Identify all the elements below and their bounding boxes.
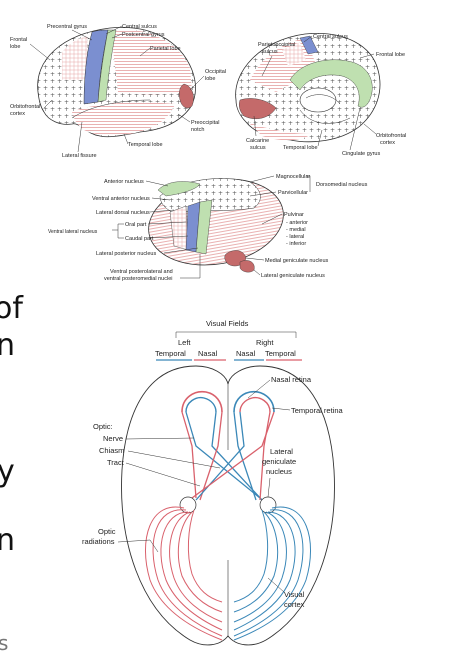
label-ventral-anterior-nucleus: Ventral anterior nucleus xyxy=(92,196,150,202)
label-left-temporal: Temporal xyxy=(155,349,186,358)
label-preoccipital-notch-1: Preoccipital xyxy=(191,120,219,126)
lateral-brain-diagram: Precentral gyrus Central sulcus Postcent… xyxy=(10,24,226,159)
slide-fragment-5: s xyxy=(0,631,8,655)
label-visual-cortex-2: cortex xyxy=(284,600,305,609)
label-caudal-part: Caudal part xyxy=(125,236,154,242)
vpl-green-region xyxy=(195,199,213,255)
precentral-gyrus-region xyxy=(83,29,109,105)
label-nerve: Nerve xyxy=(103,434,123,443)
label-parvicellular: Parvicellular xyxy=(278,190,308,196)
slide-fragment-3: y xyxy=(0,454,15,489)
label-orbitofrontal-lat-2: cortex xyxy=(10,111,25,117)
label-lateral-gn-1: Lateral xyxy=(270,447,293,456)
label-lateral-geniculate: Lateral geniculate nucleus xyxy=(261,273,325,279)
temporal-lobe-region xyxy=(72,102,175,136)
label-pulvinar-inferior: - inferior xyxy=(286,241,306,247)
lateral-geniculate-red xyxy=(239,260,255,273)
medial-brain-diagram: Central sulcus Parietooccipital sulcus F… xyxy=(235,32,406,157)
label-pulvinar-anterior: - anterior xyxy=(286,220,308,226)
label-cingulate-gyrus: Cingulate gyrus xyxy=(342,151,380,157)
thalamus-diagram: Anterior nucleus Ventral anterior nucleu… xyxy=(48,174,368,282)
label-visual-cortex-1: Visual xyxy=(284,590,305,599)
label-tract: Tract xyxy=(107,458,125,467)
label-right-temporal: Temporal xyxy=(265,349,296,358)
label-orbitofrontal-lat-1: Orbitofrontal xyxy=(10,104,40,110)
label-visual-fields: Visual Fields xyxy=(206,319,249,328)
frontal-grid-region xyxy=(62,36,88,80)
label-pulvinar-medial: - medial xyxy=(286,227,306,233)
label-left: Left xyxy=(178,338,191,347)
label-orbitofrontal-med-2: cortex xyxy=(380,140,395,146)
medial-temporal-lines xyxy=(248,122,312,141)
parietal-lobe-region xyxy=(112,29,192,95)
label-temporal-lobe-lat: Temporal lobe xyxy=(128,142,163,148)
label-preoccipital-notch-2: notch xyxy=(191,127,204,133)
label-occipital-lobe-1: Occipital xyxy=(205,69,226,75)
label-central-sulcus-med: Central sulcus xyxy=(313,34,348,40)
label-calcarine-2: sulcus xyxy=(250,145,266,151)
label-magnocellular: Magnocellular xyxy=(276,174,310,180)
label-parietal-lobe: Parietal lobe xyxy=(150,46,181,52)
label-right: Right xyxy=(256,338,274,347)
postcentral-gyrus-region xyxy=(97,29,117,103)
slide-fragment-2: n xyxy=(0,328,15,363)
left-eye xyxy=(181,390,223,413)
label-medial-geniculate: Medial geniculate nucleus xyxy=(265,258,329,264)
medial-grid-region xyxy=(282,42,306,66)
label-orbitofrontal-med-1: Orbitofrontal xyxy=(376,133,406,139)
medial-central-blue xyxy=(299,35,319,55)
label-frontal-lobe-lat-1: Frontal xyxy=(10,37,27,43)
label-parietooccipital-2: sulcus xyxy=(262,49,278,55)
label-lateral-fissure: Lateral fissure xyxy=(62,153,97,159)
label-chiasm: Chiasm xyxy=(99,446,124,455)
right-eye xyxy=(233,390,275,413)
visual-pathway-diagram: Visual Fields Left Right Temporal Nasal … xyxy=(82,319,344,646)
label-pulvinar-lateral: - lateral xyxy=(286,234,304,240)
label-frontal-lobe-lat-2: lobe xyxy=(10,44,20,50)
label-temporal-lobe-med: Temporal lobe xyxy=(283,145,318,151)
occipital-lobe-region xyxy=(179,83,194,109)
label-lateral-posterior-nucleus: Lateral posterior nucleus xyxy=(96,251,156,257)
optic-nerves-chiasm xyxy=(181,411,275,501)
label-vpl-vpm-1: Ventral posterolateral and xyxy=(110,269,173,275)
label-postcentral-gyrus: Postcentral gyrus xyxy=(122,32,165,38)
label-frontal-lobe-med: Frontal lobe xyxy=(376,52,405,58)
left-optic-radiations xyxy=(144,506,223,641)
label-right-nasal: Nasal xyxy=(236,349,256,358)
slide-fragment-1: of xyxy=(0,291,24,326)
calcarine-region xyxy=(239,98,277,119)
label-central-sulcus-lat: Central sulcus xyxy=(122,24,157,30)
label-optic-radiations-1: Optic xyxy=(98,527,116,536)
label-oral-part: Oral part xyxy=(125,222,147,228)
right-optic-radiations xyxy=(233,506,312,641)
label-lateral-gn-3: nucleus xyxy=(266,467,292,476)
label-anterior-nucleus: Anterior nucleus xyxy=(104,179,144,185)
label-optic: Optic: xyxy=(93,422,113,431)
label-optic-radiations-2: radiations xyxy=(82,537,115,546)
label-temporal-retina: Temporal retina xyxy=(291,406,344,415)
label-dorsomedial-nucleus: Dorsomedial nucleus xyxy=(316,182,368,188)
label-parietooccipital-1: Parietooccipital xyxy=(258,42,295,48)
label-ventral-lateral-nucleus: Ventral lateral nucleus xyxy=(48,229,98,235)
cingulate-gyrus-region xyxy=(289,59,373,108)
label-calcarine-1: Calcarine xyxy=(246,138,269,144)
cropped-slide-text: of n y n s xyxy=(0,291,24,655)
label-left-nasal: Nasal xyxy=(198,349,218,358)
label-nasal-retina: Nasal retina xyxy=(271,375,312,384)
label-occipital-lobe-2: lobe xyxy=(205,76,215,82)
slide-fragment-4: n xyxy=(0,523,15,558)
label-vpl-vpm-2: ventral posteromedial nuclei xyxy=(104,276,172,282)
label-lateral-dorsal-nucleus: Lateral dorsal nucleus xyxy=(96,210,150,216)
medial-diencephalon xyxy=(299,87,337,113)
label-precentral-gyrus: Precentral gyrus xyxy=(47,24,87,30)
label-lateral-gn-2: geniculate xyxy=(262,457,296,466)
label-pulvinar: Pulvinar xyxy=(284,212,304,218)
anterior-green-region xyxy=(157,181,201,197)
